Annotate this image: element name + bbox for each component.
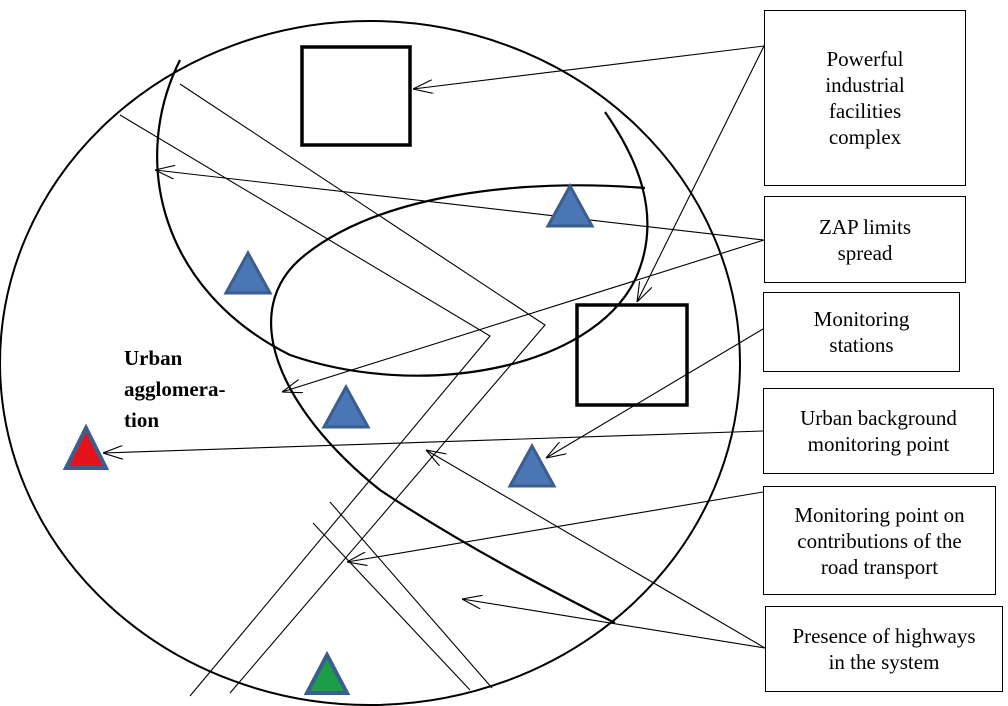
highway-1-edge — [179, 83, 546, 694]
label-monitoring-stations: Monitoring stations — [813, 307, 910, 357]
arrow-road-point — [347, 491, 764, 562]
background-monitoring-point — [62, 423, 110, 470]
arrow-highways-1 — [426, 450, 766, 649]
arrow-background-point — [103, 430, 764, 453]
road-transport-monitoring-point — [303, 650, 351, 695]
monitoring-station-2 — [223, 249, 273, 295]
label-urban-agglomeration: Urban agglomera- tion — [124, 346, 226, 432]
connector-arrows — [103, 45, 766, 649]
monitoring-stations — [62, 182, 595, 695]
arrow-zap-to-upper — [155, 170, 765, 241]
urban-agglomeration-boundary — [0, 20, 741, 706]
zap-zone-lower — [270, 184, 646, 624]
label-box-background-point: Urban background monitoring point — [763, 388, 994, 474]
arrow-facilities-to-square-1 — [413, 45, 765, 89]
label-road-point: Monitoring point on contributions of the… — [794, 502, 965, 579]
label-zap-limits: ZAP limits spread — [819, 214, 911, 265]
label-box-highways: Presence of highways in the system — [765, 606, 1003, 692]
industrial-facility-1 — [300, 45, 412, 147]
zap-zone-upper — [156, 59, 649, 377]
industrial-facility-2 — [575, 303, 689, 407]
arrow-highways-2 — [462, 599, 766, 649]
label-highways: Presence of highways in the system — [792, 624, 976, 674]
label-box-road-point: Monitoring point on contributions of the… — [763, 486, 996, 595]
monitoring-station-4 — [507, 442, 557, 488]
arrow-zap-to-lower — [282, 239, 765, 392]
highway-1 — [119, 114, 491, 697]
label-background-point: Urban background monitoring point — [800, 406, 957, 456]
label-box-zap-limits: ZAP limits spread — [764, 196, 966, 283]
label-industrial-facilities: Powerful industrial facilities complex — [825, 47, 905, 149]
arrow-facilities-to-square-2 — [637, 45, 765, 302]
label-box-monitoring-stations: Monitoring stations — [763, 292, 960, 372]
highway-2-edge — [329, 501, 493, 689]
monitoring-station-1 — [545, 182, 595, 228]
label-box-industrial-facilities: Powerful industrial facilities complex — [764, 10, 966, 186]
monitoring-station-3 — [321, 383, 371, 429]
highway-2 — [312, 522, 471, 691]
